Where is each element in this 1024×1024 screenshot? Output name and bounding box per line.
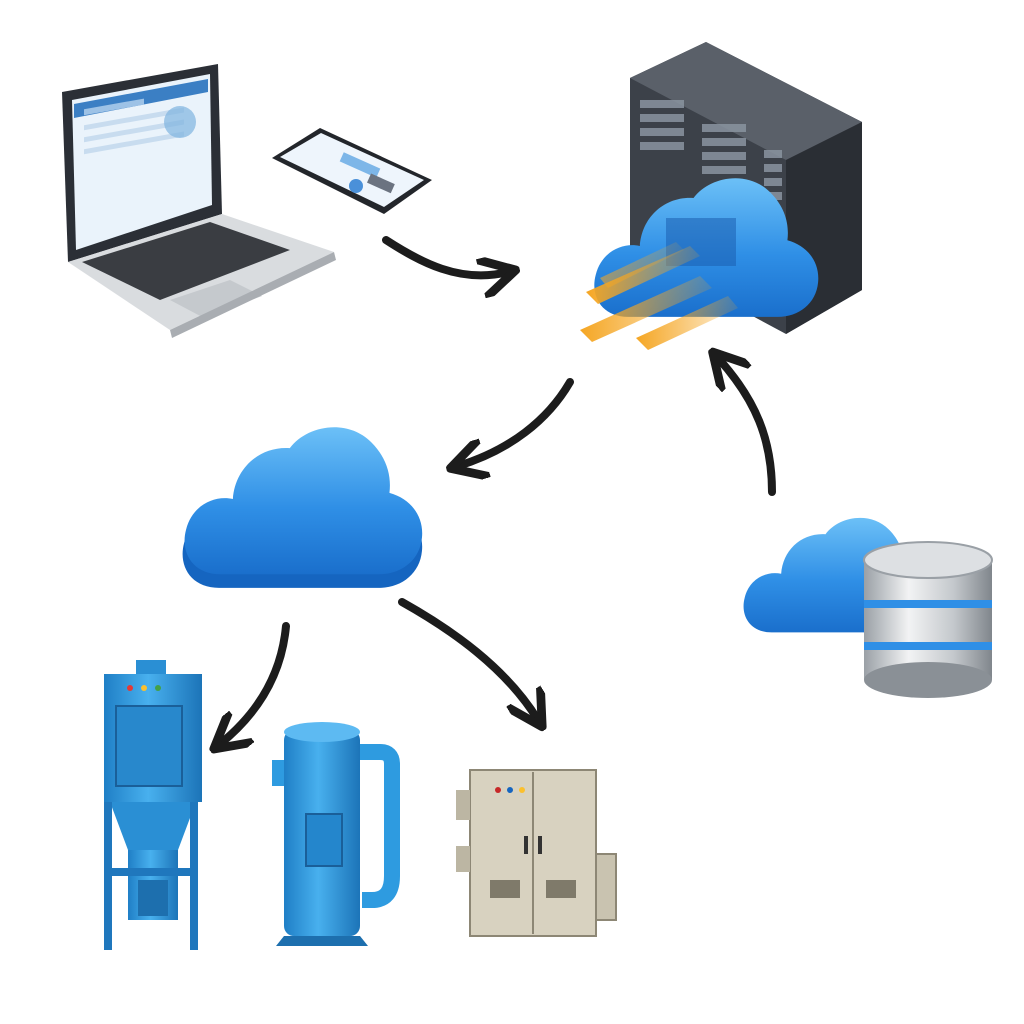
- data-stream-icon: [580, 242, 738, 350]
- cloud-icon: [184, 427, 423, 575]
- vertical-compressor-icon: [272, 722, 400, 946]
- arrow-client-devices-to-server-cloud: [382, 236, 508, 275]
- arrow-database-cloud-to-server-cloud: [718, 358, 776, 496]
- arrow-hub-cloud-to-dust-collector: [220, 622, 290, 744]
- vertical-compressor-node: [272, 722, 400, 946]
- client-devices-node: [62, 64, 432, 338]
- arrow-hub-cloud-to-control-cabinet: [398, 598, 538, 720]
- flow-arrows: [220, 236, 776, 744]
- laptop-icon: [62, 64, 336, 338]
- arrow-server-cloud-to-hub-cloud: [458, 378, 574, 466]
- database-cloud-node: [743, 517, 993, 698]
- phone-icon: [272, 128, 432, 214]
- electrical-cabinet-icon: [456, 769, 617, 937]
- hub-cloud-node: [182, 427, 423, 588]
- dust-collector-icon: [104, 660, 202, 950]
- database-icon: [863, 541, 993, 698]
- dust-collector-node: [104, 660, 202, 950]
- server-cloud-node: [580, 42, 862, 350]
- control-cabinet-node: [456, 769, 617, 937]
